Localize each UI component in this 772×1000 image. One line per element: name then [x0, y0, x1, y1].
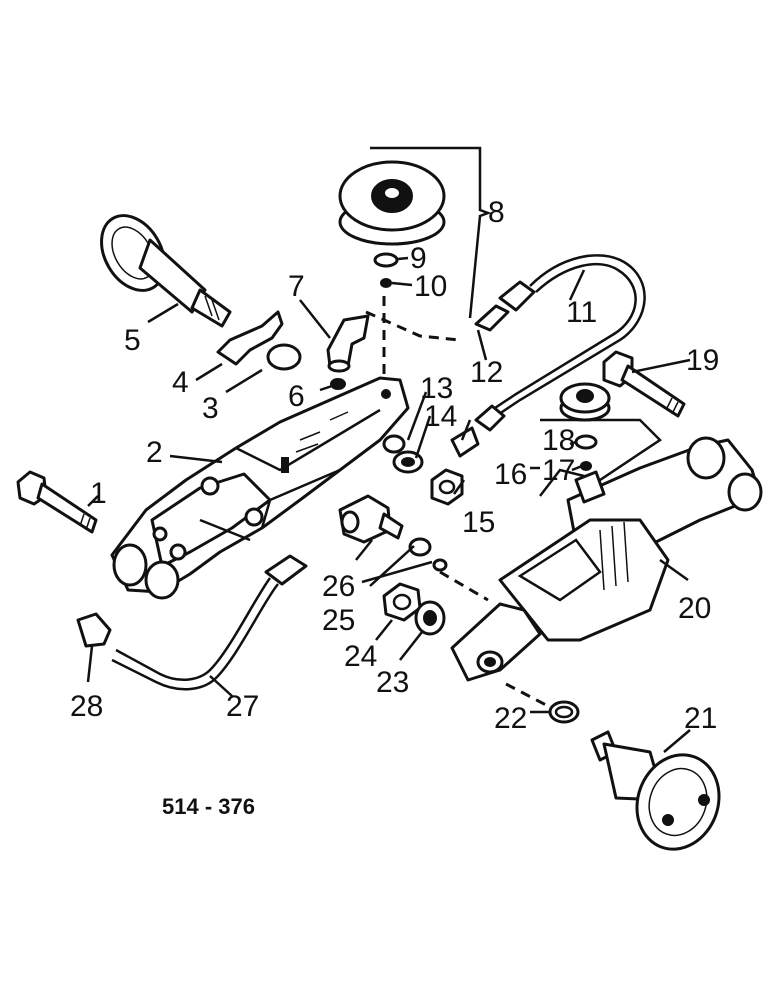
callout-10: 10 [414, 270, 447, 303]
part-12b-fitting [450, 404, 506, 458]
callout-20: 20 [678, 592, 711, 625]
part-5-pin [100, 214, 232, 328]
leader-9 [397, 256, 409, 261]
callout-16: 16 [494, 458, 527, 491]
part-26-fitting [338, 494, 448, 572]
callout-9: 9 [410, 242, 427, 275]
part-13-washer [382, 434, 406, 454]
callout-7: 7 [288, 270, 305, 303]
part-15-nut-hole [438, 479, 456, 495]
leader-10 [391, 281, 413, 287]
part-20-cylinder [450, 436, 763, 682]
part-27-tube [111, 554, 308, 691]
callout-11: 11 [566, 296, 597, 329]
part-22-ring [548, 700, 580, 724]
part-17-ring [580, 461, 592, 471]
callout-19: 19 [686, 344, 719, 377]
part-14-hole [401, 457, 415, 467]
part-11-tube [489, 254, 646, 422]
callout-17: 17 [542, 454, 575, 487]
part-6-ring [330, 378, 346, 390]
part-24-nut-hole [392, 593, 412, 611]
callout-4: 4 [172, 366, 189, 399]
part-12-fitting [474, 280, 536, 332]
centerline-20-22 [505, 682, 549, 708]
leader-lines [86, 269, 691, 753]
part-28-plug [76, 612, 112, 648]
bracket-8 [370, 146, 492, 319]
callout-14: 14 [424, 400, 457, 433]
callout-5: 5 [124, 324, 141, 357]
part-7-elbow [326, 314, 370, 373]
callout-13: 13 [420, 372, 453, 405]
callout-25: 25 [322, 604, 355, 637]
part-2-lift-arm [110, 376, 410, 600]
centerline-7-12 [365, 310, 461, 342]
part-24-nut [382, 582, 422, 622]
part-8-cap [338, 160, 446, 246]
callout-21: 21 [684, 702, 717, 735]
part-18-washer [574, 434, 598, 450]
drawing-code: 514 - 376 [162, 794, 255, 819]
part-11-tube-inner [485, 262, 637, 416]
part-21-pin [590, 730, 721, 851]
callout-22: 22 [494, 702, 527, 735]
part-10-ring [380, 278, 392, 288]
part-16-cap [559, 382, 611, 422]
part-15-nut [430, 468, 464, 506]
callout-15: 15 [462, 506, 495, 539]
callout-labels: 1 2 3 4 5 6 7 8 9 10 11 12 13 14 15 16 1… [70, 196, 719, 735]
callout-6: 6 [288, 380, 305, 413]
bracket-16 [539, 418, 662, 497]
part-1-bolt [16, 470, 98, 534]
callout-2: 2 [146, 436, 163, 469]
part-19-bolt [602, 350, 686, 418]
callout-24: 24 [344, 640, 377, 673]
callout-26: 26 [322, 570, 355, 603]
callout-27: 27 [226, 690, 259, 723]
part-3-ring [266, 343, 302, 371]
part-9-washer [373, 252, 399, 268]
callout-1: 1 [90, 477, 107, 510]
callout-8: 8 [488, 196, 505, 229]
callout-23: 23 [376, 666, 409, 699]
part-23-washer-hole [423, 610, 437, 626]
callout-12: 12 [470, 356, 503, 389]
centerline-26-20 [439, 570, 489, 602]
part-4-clip [216, 310, 284, 366]
callout-28: 28 [70, 690, 103, 723]
callout-18: 18 [542, 424, 575, 457]
callout-3: 3 [202, 392, 219, 425]
part-22-ring-hole [554, 705, 574, 719]
